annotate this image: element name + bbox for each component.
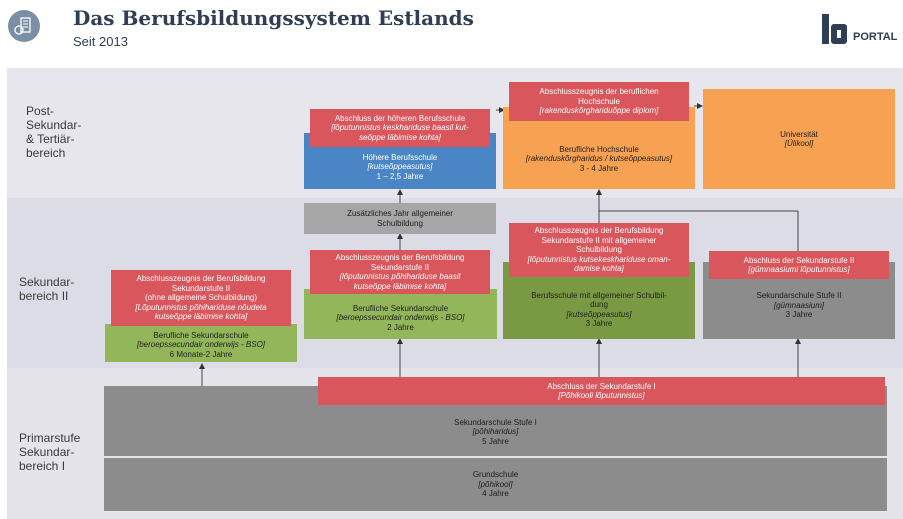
box-abschluss-mid: Abschlusszeugnis der Berufsbildung Sekun… — [310, 250, 490, 294]
box-abschluss-hoehere: Abschluss der höheren Berufsschule [lõpu… — [310, 109, 490, 147]
box-abschluss-left: Abschlusszeugnis der Berufsbildung Sekun… — [111, 270, 291, 326]
band-label-primary: Primarstufe Sekundar- bereich I — [19, 431, 81, 473]
box-grundschule: Grundschule [põhikool] 4 Jahre — [104, 458, 887, 511]
box-abschluss-sek2: Abschluss der Sekundarstufe II [gümnaasi… — [709, 251, 889, 279]
logo-mark — [822, 14, 852, 44]
band-label-post: Post- Sekundar- & Tertiär- bereich — [26, 104, 82, 160]
page-title: Das Berufsbildungssystem Estlands — [73, 6, 474, 30]
band-label-sek2: Sekundar- bereich II — [19, 275, 75, 303]
building-icon — [14, 17, 31, 35]
box-abschluss-allgemein: Abschlusszeugnis der Berufsbildung Sekun… — [509, 223, 689, 277]
header-icon-circle — [8, 10, 40, 42]
box-abschluss-sek1: Abschluss der Sekundarstufe I [Põhikooli… — [318, 377, 885, 405]
page-subtitle: Seit 2013 — [73, 34, 128, 49]
box-universitaet: Universität [Ülikool] — [703, 89, 895, 189]
box-berufliche-sek-mid: Berufliche Sekundarschule [beroepssecund… — [304, 289, 497, 339]
box-berufliche-sek-left: Berufliche Sekundarschule [beroepssecund… — [105, 324, 297, 362]
bq-portal-logo: PORTAL — [822, 14, 902, 54]
box-abschluss-hochschule: Abschlusszeugnis der beruflichen Hochsch… — [509, 82, 689, 121]
box-zusatzjahr: Zusätzliches Jahr allgemeiner Schulbildu… — [304, 203, 496, 234]
logo-text: PORTAL — [853, 31, 898, 43]
